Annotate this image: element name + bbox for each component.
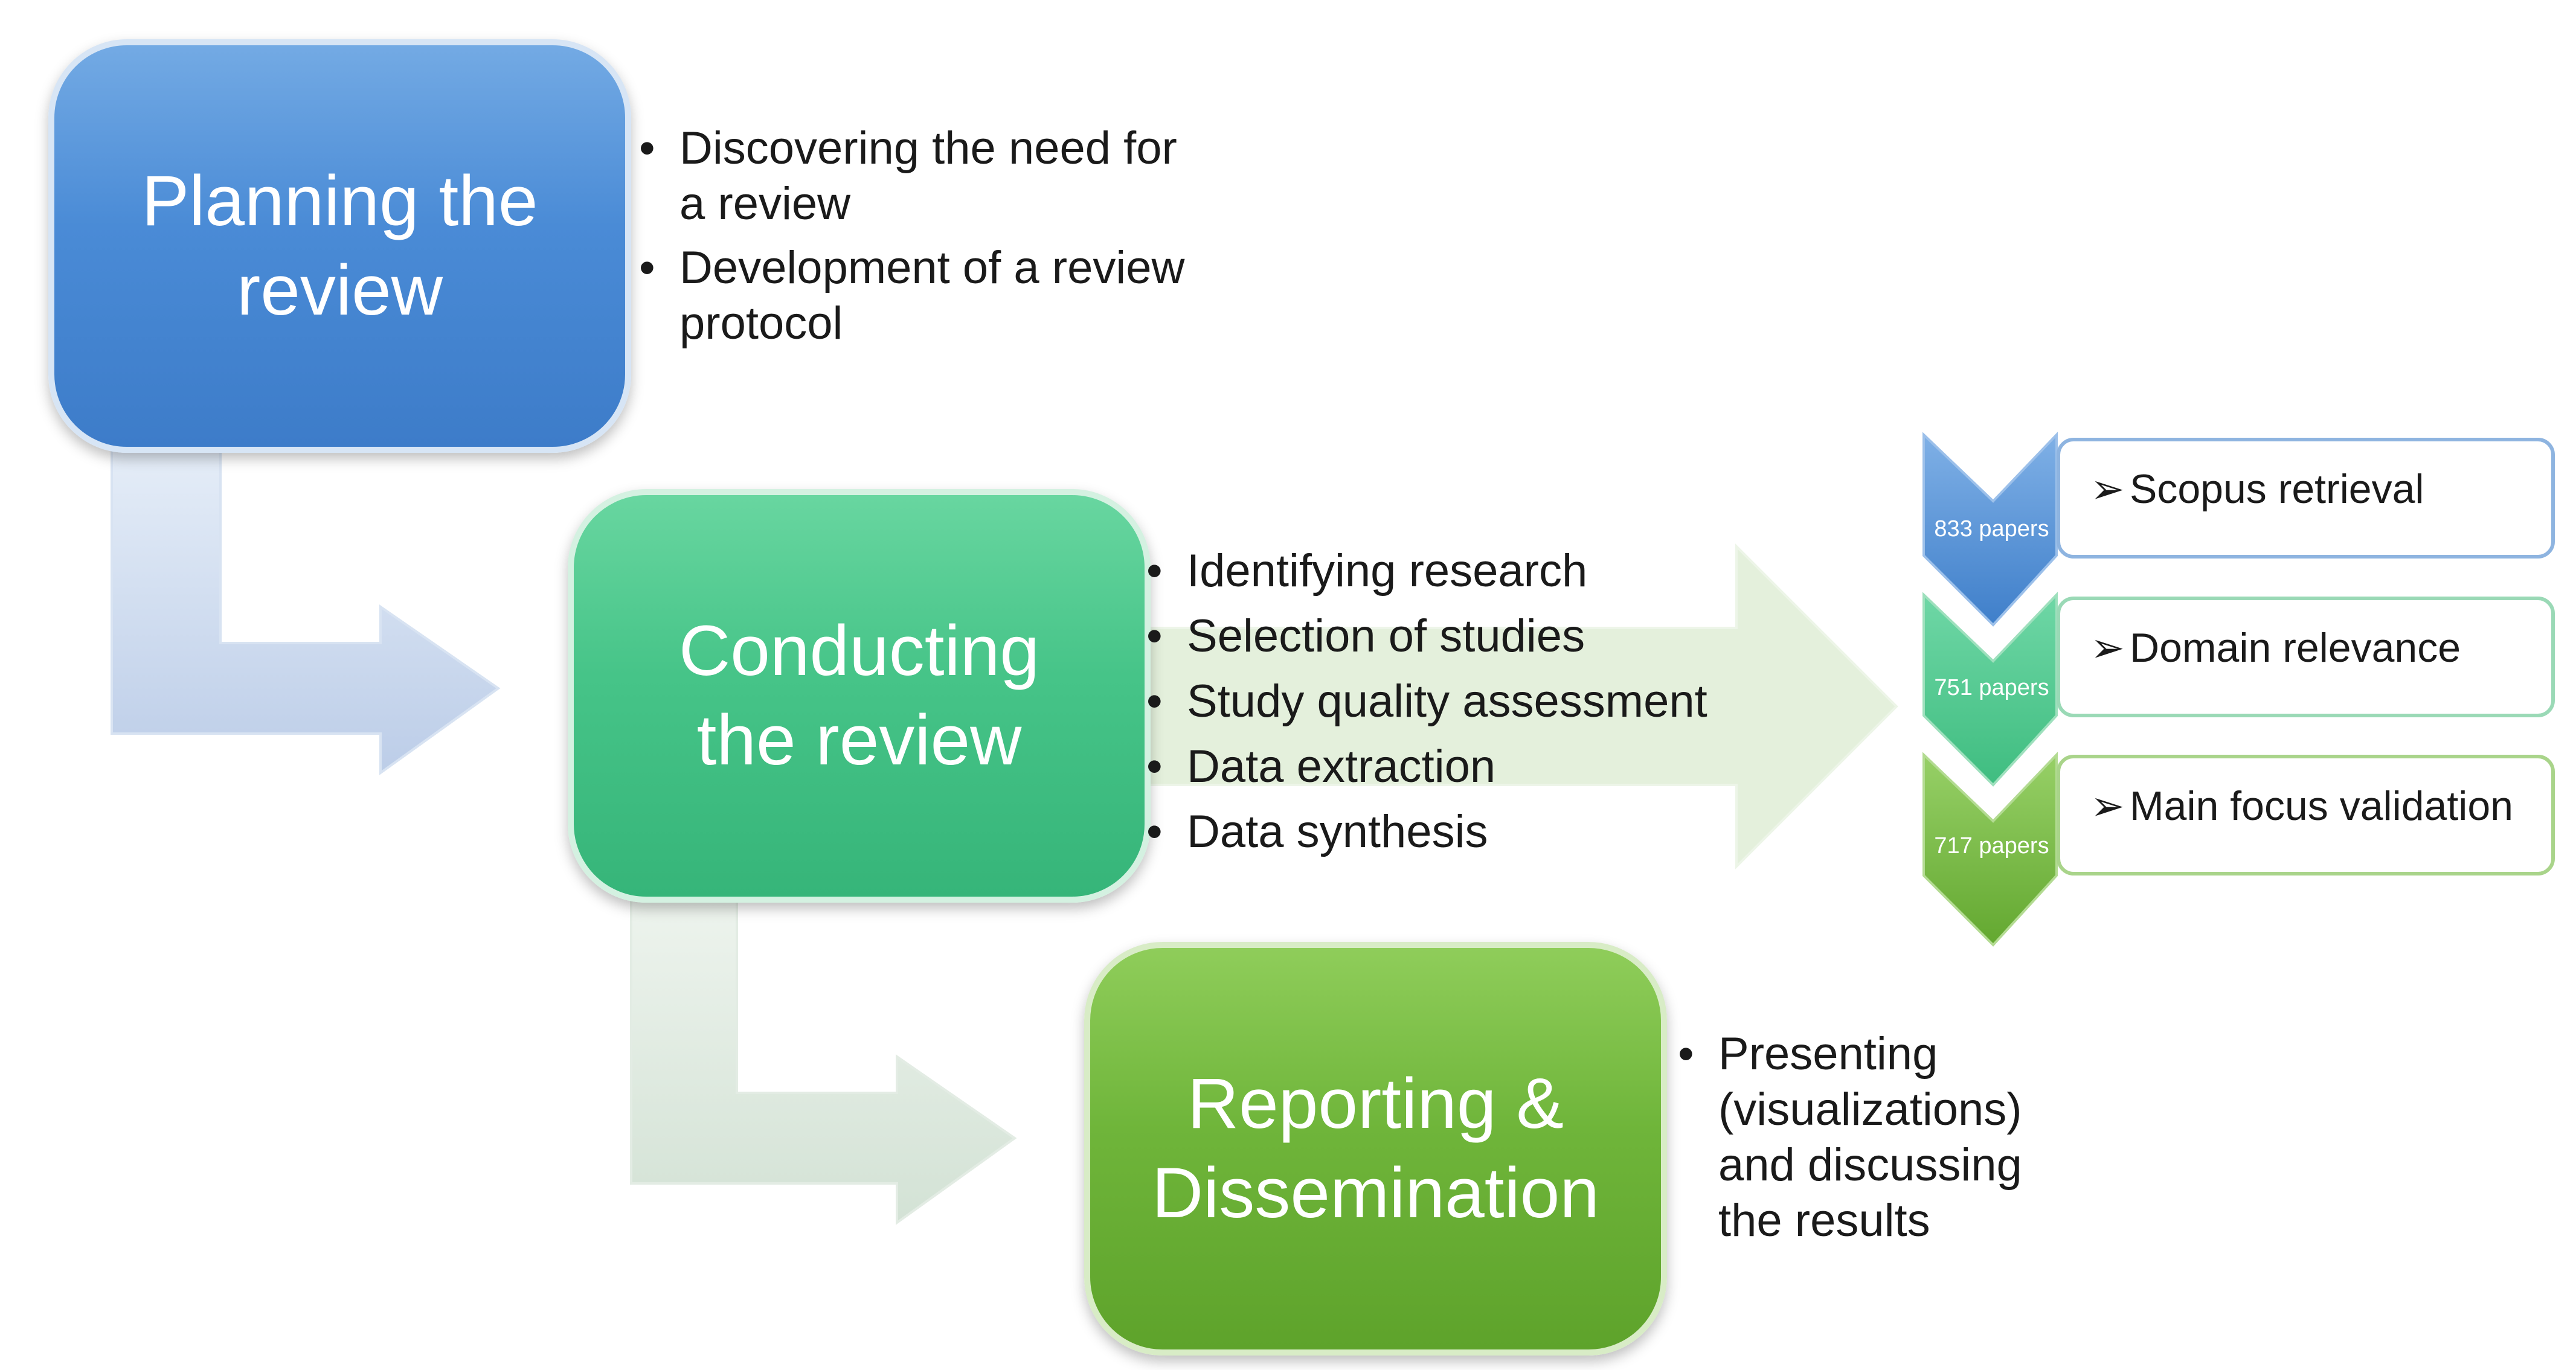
conducting-bullet: • Selection of studies: [1142, 609, 1897, 664]
stage-reporting-line-1: Reporting &: [1187, 1064, 1564, 1144]
bent-arrow-conducting-to-reporting: [630, 889, 1017, 1225]
planning-bullet-list: • Discovering the need for a review • De…: [634, 121, 1208, 360]
stage-reporting-line-2: Dissemination: [1151, 1153, 1600, 1233]
planning-bullet-text: Discovering the need for: [679, 123, 1177, 174]
stage-planning: Planning the review: [48, 39, 631, 453]
bullet-dot-icon: •: [1146, 806, 1163, 857]
conducting-bullet: • Study quality assessment: [1142, 674, 1897, 729]
arrowhead-bullet-icon: ➢: [2090, 783, 2125, 829]
chevron-teal: [1922, 592, 2058, 787]
conducting-bullet-text: Data extraction: [1187, 741, 1496, 792]
filter-step-main-focus-validation: ➢Main focus validation: [2057, 755, 2555, 875]
bullet-dot-icon: •: [639, 123, 655, 174]
big-arrow-to-filters: [1140, 543, 1898, 869]
bullet-dot-icon: •: [1678, 1028, 1694, 1080]
conducting-bullet-text: Data synthesis: [1187, 806, 1488, 857]
stage-reporting: Reporting & Dissemination: [1084, 942, 1667, 1356]
bullet-dot-icon: •: [1146, 545, 1163, 597]
reporting-bullet: • Presenting (visualizations) and discus…: [1673, 1026, 2096, 1249]
bent-arrow-planning-to-conducting: [111, 440, 501, 775]
reporting-bullet-text: and discussing: [1718, 1139, 2022, 1191]
conducting-bullet-text: Identifying research: [1187, 545, 1588, 597]
filter-step-label: Scopus retrieval: [2129, 466, 2424, 512]
paper-count-label: 751 papers: [1934, 675, 2049, 700]
filter-step-label: Domain relevance: [2129, 625, 2461, 671]
bullet-dot-icon: •: [1146, 676, 1163, 727]
reporting-bullet-text: (visualizations): [1718, 1084, 2022, 1135]
reporting-bullet-text: the results: [1718, 1195, 1930, 1246]
arrowhead-bullet-icon: ➢: [2090, 466, 2125, 512]
arrowhead-bullet-icon: ➢: [2090, 625, 2125, 671]
bullet-dot-icon: •: [1146, 610, 1163, 662]
planning-bullet-text: a review: [679, 178, 850, 229]
reporting-bullet-text: Presenting: [1718, 1028, 1938, 1080]
stage-conducting-line-1: Conducting: [679, 611, 1039, 691]
conducting-bullet: • Data extraction: [1142, 739, 1897, 795]
planning-bullet-text: Development of a review: [679, 242, 1185, 293]
paper-count-label: 833 papers: [1934, 516, 2049, 542]
stage-planning-line-2: review: [237, 250, 443, 330]
bullet-dot-icon: •: [639, 242, 655, 293]
planning-bullet-text: protocol: [679, 298, 843, 349]
conducting-bullet-text: Study quality assessment: [1187, 676, 1707, 727]
chevron-green: [1922, 752, 2058, 947]
chevron-blue: [1922, 432, 2058, 627]
filter-step-domain-relevance: ➢Domain relevance: [2057, 597, 2555, 717]
conducting-bullet-list: • Identifying research • Selection of st…: [1142, 543, 1897, 869]
bullet-dot-icon: •: [1146, 741, 1163, 792]
conducting-bullet: • Data synthesis: [1142, 804, 1897, 860]
conducting-bullet: • Identifying research: [1142, 543, 1897, 599]
conducting-bullet-text: Selection of studies: [1187, 610, 1585, 662]
planning-bullet: • Development of a review protocol: [634, 240, 1208, 351]
stage-planning-line-1: Planning the: [141, 161, 538, 241]
stage-conducting: Conducting the review: [568, 489, 1151, 903]
filter-step-scopus-retrieval: ➢Scopus retrieval: [2057, 438, 2555, 559]
planning-bullet: • Discovering the need for a review: [634, 121, 1208, 232]
paper-count-label: 717 papers: [1934, 833, 2049, 859]
stage-conducting-line-2: the review: [696, 700, 1022, 780]
reporting-bullet-list: • Presenting (visualizations) and discus…: [1673, 1026, 2096, 1257]
filter-step-label: Main focus validation: [2129, 783, 2513, 829]
